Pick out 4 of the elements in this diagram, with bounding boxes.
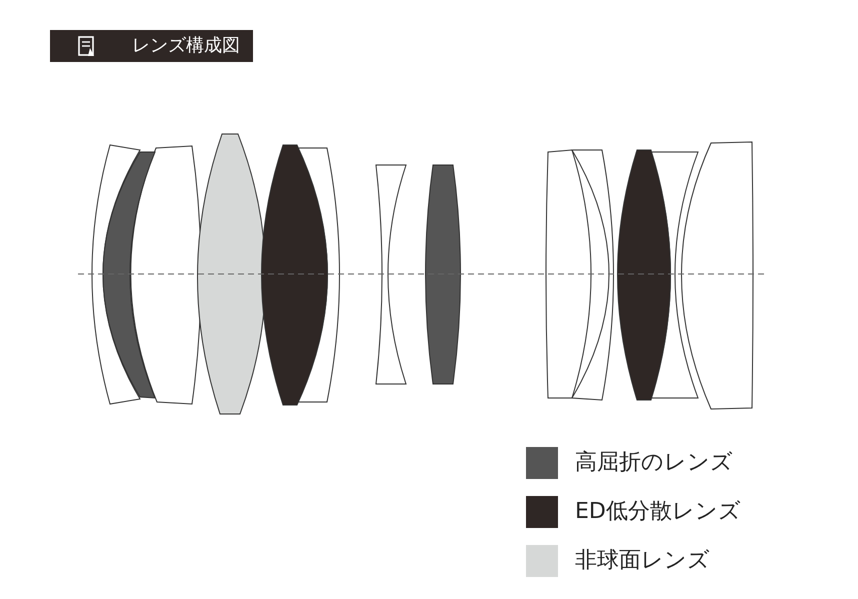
legend-label: 非球面レンズ <box>575 547 710 575</box>
legend-label: ED低分散レンズ <box>575 498 741 526</box>
legend-label: 高屈折のレンズ <box>575 449 733 477</box>
diagram-title: レンズ構成図 <box>132 34 240 58</box>
